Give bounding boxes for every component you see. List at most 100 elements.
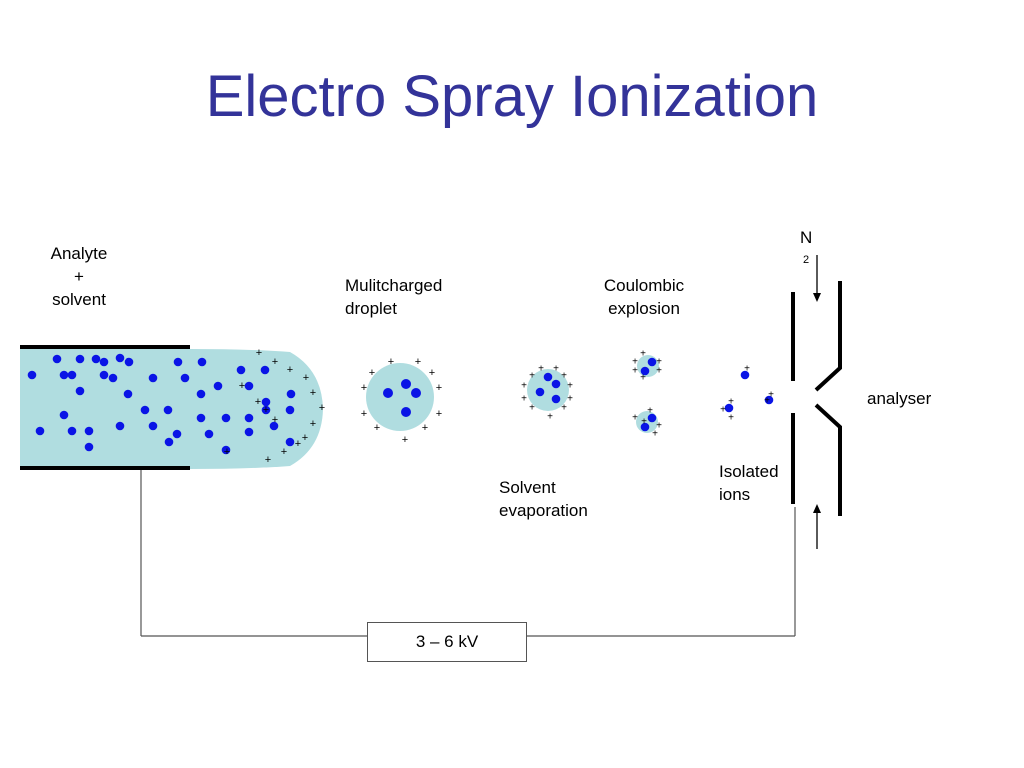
ion-dot — [383, 388, 393, 398]
ion-dot — [148, 421, 158, 431]
ion-dot — [115, 421, 125, 431]
ion-dot — [285, 437, 295, 447]
ion-dot — [67, 426, 77, 436]
positive-charge-mark: + — [239, 380, 245, 392]
positive-charge-mark: + — [728, 397, 734, 408]
ion-dot — [123, 389, 133, 399]
explosion-charges: +++++++++++ — [632, 349, 662, 440]
nitrogen-label: N — [800, 228, 813, 247]
positive-charge-mark: + — [652, 429, 658, 440]
ion-dot — [213, 381, 223, 391]
ion-dot — [244, 381, 254, 391]
ion-dot — [163, 405, 173, 415]
positive-charge-mark: + — [640, 373, 646, 384]
ion-dot — [204, 429, 214, 439]
isolated-ions — [724, 370, 774, 413]
ion-dot — [67, 370, 77, 380]
positive-charge-mark: + — [744, 364, 750, 375]
ion-dot — [35, 426, 45, 436]
positive-charge-mark: + — [302, 432, 308, 444]
multicharged-droplet-label: Mulitcharged droplet — [345, 274, 485, 320]
ion-dot — [411, 388, 421, 398]
analyte-label-line2: + — [74, 267, 84, 286]
ion-dot — [173, 357, 183, 367]
positive-charge-mark: + — [553, 364, 559, 375]
analyte-label-line3: solvent — [52, 290, 106, 309]
positive-charge-mark: + — [561, 371, 567, 382]
ion-dot — [164, 437, 174, 447]
positive-charge-mark: + — [768, 390, 774, 401]
ion-dot — [84, 442, 94, 452]
positive-charge-mark: + — [422, 422, 428, 434]
positive-charge-mark: + — [263, 404, 269, 416]
positive-charge-mark: + — [295, 438, 301, 450]
nitrogen-subscript: 2 — [803, 254, 810, 266]
analyser-label: analyser — [867, 389, 932, 408]
positive-charge-mark: + — [388, 356, 394, 368]
positive-charge-mark: + — [632, 413, 638, 424]
positive-charge-mark: + — [436, 382, 442, 394]
ion-dot — [75, 354, 85, 364]
slide-title: Electro Spray Ionization — [205, 64, 819, 129]
ion-dot — [261, 405, 271, 415]
isolated-ions-label: Isolated ions — [719, 460, 799, 506]
positive-charge-mark: + — [521, 381, 527, 392]
positive-charge-mark: + — [561, 403, 567, 414]
ion-dot — [551, 379, 561, 389]
droplet-body — [366, 363, 434, 431]
ion-dot — [75, 386, 85, 396]
ion-dot — [401, 379, 411, 389]
ion-dot — [99, 370, 109, 380]
positive-charge-mark: + — [764, 396, 770, 407]
ion-dot — [286, 389, 296, 399]
evaporation-charges: +++++++++++ — [521, 364, 573, 423]
ion-dot — [236, 365, 246, 375]
droplet-ions — [383, 379, 421, 417]
ion-dot — [221, 413, 231, 423]
ion-dot — [27, 370, 37, 380]
positive-charge-mark: + — [656, 421, 662, 432]
analyte-label-line1: Analyte — [50, 244, 108, 263]
coulombic-explosion-label: Coulombic explosion — [580, 274, 708, 320]
ion-dot — [260, 365, 270, 375]
ion-dot — [140, 405, 150, 415]
ion-dot — [285, 405, 295, 415]
analyte-solvent-label: Analyte + solvent — [30, 242, 128, 311]
positive-charge-mark: + — [538, 364, 544, 375]
positive-charge-mark: + — [361, 382, 367, 394]
positive-charge-mark: + — [647, 406, 653, 417]
multicharged-droplet — [366, 363, 434, 431]
evaporation-ions — [535, 372, 561, 404]
ion-dot — [180, 373, 190, 383]
positive-charge-mark: + — [632, 357, 638, 368]
positive-charge-mark: + — [272, 414, 278, 426]
positive-charge-mark: + — [521, 394, 527, 405]
positive-charge-mark: + — [529, 371, 535, 382]
arrow-up-icon — [813, 504, 821, 513]
ion-dot — [221, 445, 231, 455]
plume-charges: ++++++++++++++++ — [224, 347, 325, 466]
positive-charge-mark: + — [640, 349, 646, 360]
positive-charge-mark: + — [720, 405, 726, 416]
ion-dot — [244, 413, 254, 423]
coulombic-label-line2: explosion — [608, 299, 680, 318]
isolated-label-line2: ions — [719, 485, 751, 504]
positive-charge-mark: + — [287, 364, 293, 376]
positive-charge-mark: + — [632, 366, 638, 377]
positive-charge-mark: + — [567, 381, 573, 392]
ion-dot — [84, 426, 94, 436]
positive-charge-mark: + — [415, 356, 421, 368]
voltage-source-box: 3 – 6 kV — [367, 622, 527, 662]
ion-dot — [269, 421, 279, 431]
ion-dot — [197, 357, 207, 367]
positive-charge-mark: + — [310, 387, 316, 399]
positive-charge-mark: + — [256, 347, 262, 359]
ion-dot — [401, 407, 411, 417]
ion-dot — [543, 372, 553, 382]
positive-charge-mark: + — [429, 367, 435, 379]
n2-flow-arrows — [813, 255, 821, 549]
positive-charge-mark: + — [374, 422, 380, 434]
positive-charge-mark: + — [656, 357, 662, 368]
ion-dot — [124, 357, 134, 367]
